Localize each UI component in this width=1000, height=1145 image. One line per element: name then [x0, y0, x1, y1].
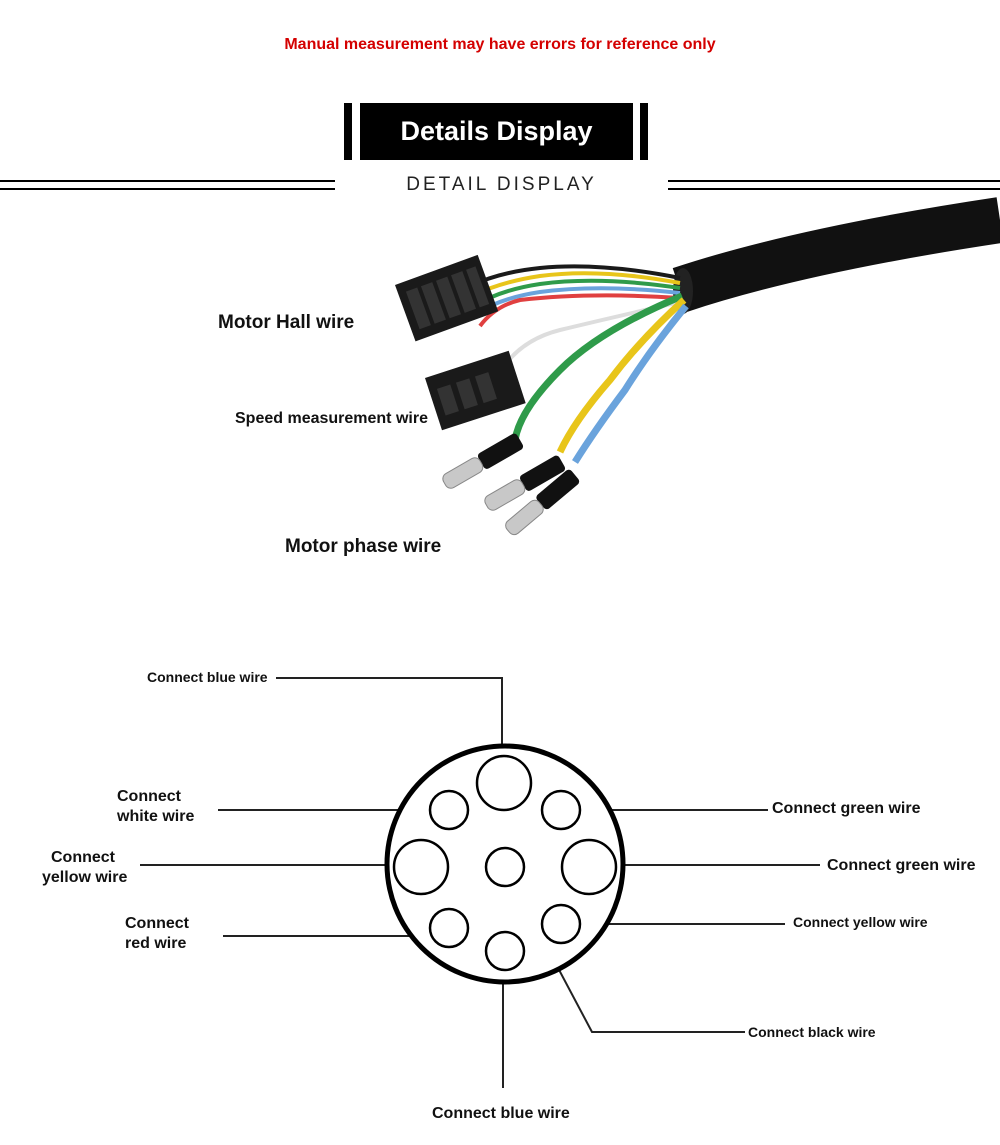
- label-red-line2: red wire: [125, 935, 187, 952]
- wire-blue-phase: [572, 303, 689, 464]
- pin-black-center: [484, 846, 526, 888]
- title-right-bar: [640, 103, 648, 160]
- pin-yellow-left: [392, 838, 450, 896]
- bullet-connector-3: [505, 469, 580, 536]
- wire-black: [469, 264, 681, 288]
- label-green-2: Connect green wire: [827, 857, 976, 874]
- bullet-connector-2: [484, 455, 566, 511]
- pin-top-blue: [475, 754, 533, 812]
- cable-photo: [395, 197, 1000, 536]
- divider-right-bottom: [668, 188, 1000, 190]
- label-green-1: Connect green wire: [772, 800, 921, 817]
- measurement-notice: Manual measurement may have errors for r…: [284, 36, 716, 53]
- label-white-line1: Connect: [117, 788, 181, 805]
- leader-top-blue: [276, 677, 503, 755]
- wire-green-thin: [472, 278, 681, 308]
- label-top-blue: Connect blue wire: [147, 669, 268, 685]
- title-left-bar: [344, 103, 352, 160]
- label-white-line2: white wire: [117, 808, 195, 825]
- pin-red: [428, 907, 470, 949]
- label-black: Connect black wire: [748, 1024, 876, 1040]
- hall-connector: [395, 254, 499, 342]
- label-speed-measurement-wire: Speed measurement wire: [235, 410, 428, 427]
- pin-green-1: [540, 789, 582, 831]
- divider-left-bottom: [0, 188, 335, 190]
- label-motor-phase-wire: Motor phase wire: [285, 536, 442, 557]
- pin-green-2: [560, 838, 618, 896]
- label-red-line1: Connect: [125, 915, 189, 932]
- divider-left-top: [0, 180, 335, 182]
- speed-connector: [425, 350, 526, 431]
- pin-bottom-blue: [484, 930, 526, 972]
- pin-yellow-right: [540, 903, 582, 945]
- page-subtitle: DETAIL DISPLAY: [406, 174, 597, 195]
- label-yellow-left-line1: Connect: [51, 849, 115, 866]
- bullet-connector-1: [442, 433, 524, 489]
- cable-sheath: [672, 197, 1000, 312]
- label-motor-hall-wire: Motor Hall wire: [218, 312, 355, 333]
- page-title: Details Display: [360, 103, 633, 160]
- wire-green-phase: [511, 292, 684, 441]
- pin-white: [428, 789, 470, 831]
- wire-yellow-phase: [556, 297, 687, 454]
- connector-pinout-diagram: [140, 677, 820, 1088]
- wire-yellow-thin: [471, 271, 681, 298]
- label-yellow-right: Connect yellow wire: [793, 914, 928, 930]
- divider-right-top: [668, 180, 1000, 182]
- label-yellow-left-line2: yellow wire: [42, 869, 128, 886]
- label-bottom-blue: Connect blue wire: [432, 1105, 570, 1122]
